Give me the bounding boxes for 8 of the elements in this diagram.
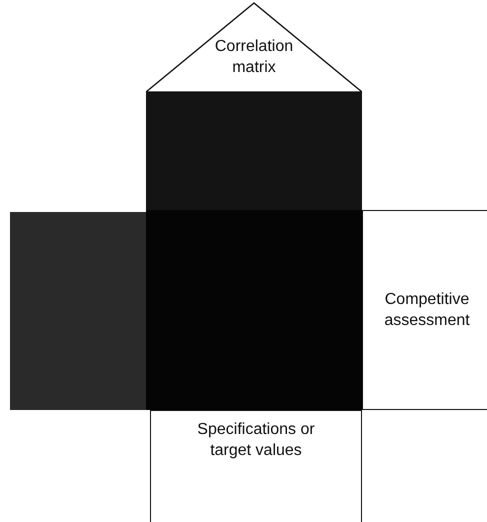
specifications-box	[150, 410, 362, 522]
section-label: Correlation matrix	[214, 37, 294, 78]
assessment-box	[362, 210, 487, 410]
dark-panel	[146, 92, 362, 210]
section-label: Specifications or target values	[196, 420, 316, 461]
dark-panel	[146, 210, 362, 410]
dark-panel	[10, 212, 146, 410]
section-label: Competitive assessment	[383, 290, 471, 331]
